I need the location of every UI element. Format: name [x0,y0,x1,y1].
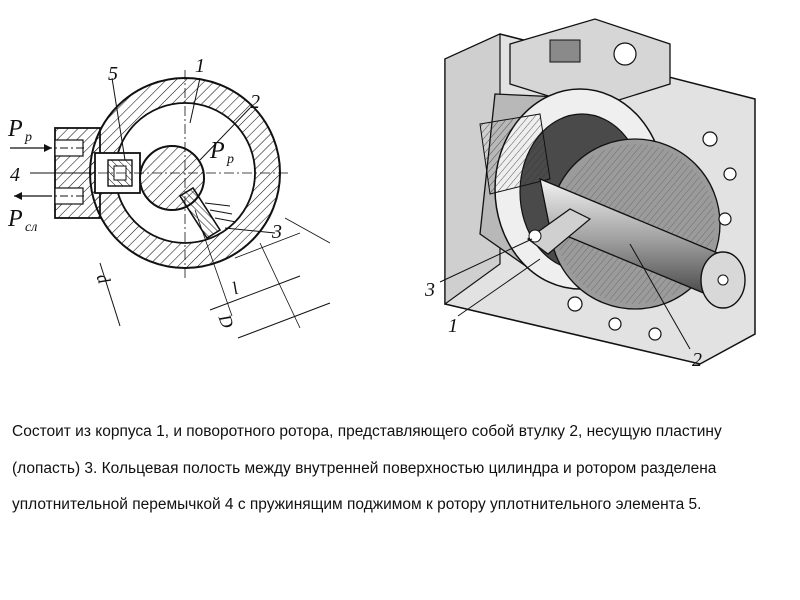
schematic-section-diagram: 5 1 2 3 4 P р P р P сл d l D [0,28,380,343]
isometric-svg: 3 1 2 [424,18,756,371]
label-pressure-inner: P [209,138,225,164]
label-pressure-drain-sub: сл [25,220,37,235]
label-5: 5 [108,63,118,85]
label-dim-d: d [93,271,115,287]
label-dim-D: D [214,311,238,331]
bolt-holes [567,131,737,341]
label-4: 4 [10,164,20,186]
description-paragraph: Состоит из корпуса 1, и поворотного рото… [12,423,722,513]
iso-label-3: 3 [424,279,435,301]
label-pressure-drain: P [7,206,23,232]
rotor-shaft [539,177,746,309]
iso-label-1: 1 [448,315,458,337]
vane-plate [178,186,237,240]
schematic-svg: 5 1 2 3 4 P р P р P сл d l D [7,55,331,339]
label-1: 1 [195,55,205,77]
label-pressure-left: P [7,116,23,142]
label-dim-l: l [229,278,241,299]
label-pressure-left-sub: р [24,130,32,145]
isometric-cutaway-illustration: 3 1 2 [420,4,760,374]
label-2: 2 [250,91,260,113]
iso-label-2: 2 [692,349,702,371]
label-3: 3 [271,221,282,243]
label-pressure-inner-sub: р [226,152,234,167]
dimension-lines [99,209,331,339]
